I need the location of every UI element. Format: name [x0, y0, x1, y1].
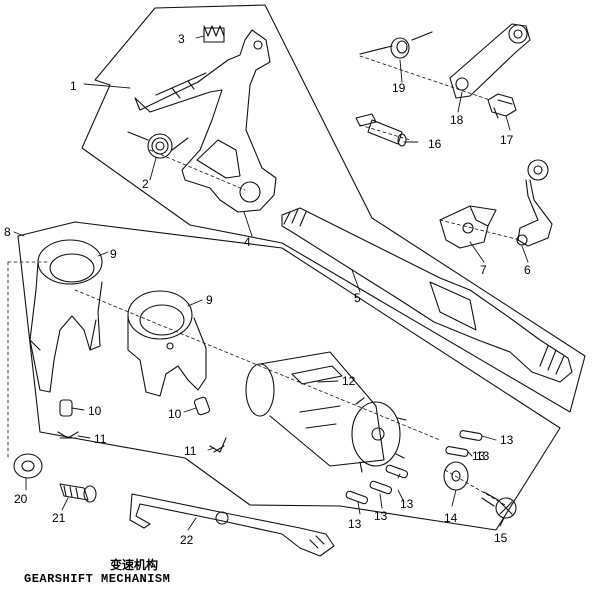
- stopper-arm-part-18: [449, 23, 531, 99]
- clip-part-11-left: [57, 431, 79, 439]
- torsion-spring-part-2: [127, 131, 189, 159]
- callout-11-right: 11: [184, 444, 197, 458]
- callout-labels: 3 1 2 4 19 18 17 16 7 6 5 8 9 9 10 10 11…: [4, 32, 531, 547]
- callout-13-e: 13: [348, 517, 362, 531]
- callout-17: 17: [500, 133, 514, 147]
- pin-part-10-left: [59, 399, 73, 417]
- callout-13-f: 13: [472, 449, 486, 463]
- callout-6: 6: [524, 263, 531, 277]
- oil-seal-part-20: [13, 453, 43, 479]
- alignment-lines: [7, 55, 521, 506]
- callout-21: 21: [52, 511, 66, 525]
- callout-10-left: 10: [88, 404, 102, 418]
- callout-5: 5: [354, 291, 361, 305]
- clip-part-11-right: [209, 437, 227, 453]
- segment-part-7: [439, 205, 497, 249]
- caption-chinese: 变速机构: [110, 558, 159, 572]
- callout-15: 15: [494, 531, 508, 545]
- spring-part-19: [359, 31, 433, 59]
- shift-fork-right-part-9: [127, 290, 207, 397]
- callout-14: 14: [444, 511, 458, 525]
- leader-lines: [13, 35, 529, 531]
- callout-1: 1: [70, 79, 77, 93]
- callout-2: 2: [142, 177, 149, 191]
- shift-shaft-part-5: [281, 207, 573, 383]
- callout-13-d: 13: [374, 509, 388, 523]
- shift-drum-part-12: [245, 351, 407, 473]
- pin-part-16: [355, 113, 407, 147]
- callout-7: 7: [480, 263, 487, 277]
- assembly-frame-upper: [81, 4, 586, 413]
- shift-fork-left-part-9: [29, 239, 103, 393]
- callout-13-a: 13: [500, 433, 514, 447]
- callout-22: 22: [180, 533, 194, 547]
- bolt-part-17: [487, 93, 517, 119]
- callout-10-right: 10: [168, 407, 182, 421]
- callout-20: 20: [14, 492, 28, 506]
- callout-16: 16: [428, 137, 442, 151]
- pin-part-10-right: [193, 396, 211, 416]
- callout-19: 19: [392, 81, 406, 95]
- spring-part-3: [203, 25, 225, 43]
- callout-18: 18: [450, 113, 464, 127]
- shift-arm-part-4: [134, 29, 277, 213]
- pedal-part-22: [129, 493, 335, 557]
- callout-13-b: 13: [476, 449, 490, 463]
- callout-8: 8: [4, 225, 11, 239]
- pins-part-13: [345, 430, 483, 505]
- caption-english: GEARSHIFT MECHANISM: [24, 572, 171, 586]
- assembly-frame-lower: [17, 221, 561, 531]
- screw-part-15: [481, 491, 517, 519]
- callout-9-right: 9: [206, 293, 213, 307]
- callout-13-c: 13: [400, 497, 414, 511]
- bolt-part-21: [59, 483, 97, 503]
- stopper-part-6: [516, 159, 553, 247]
- callout-3: 3: [178, 32, 185, 46]
- callout-4: 4: [244, 235, 251, 249]
- callout-9-left: 9: [110, 247, 117, 261]
- callout-11-left: 11: [94, 432, 107, 446]
- callout-12: 12: [342, 374, 356, 388]
